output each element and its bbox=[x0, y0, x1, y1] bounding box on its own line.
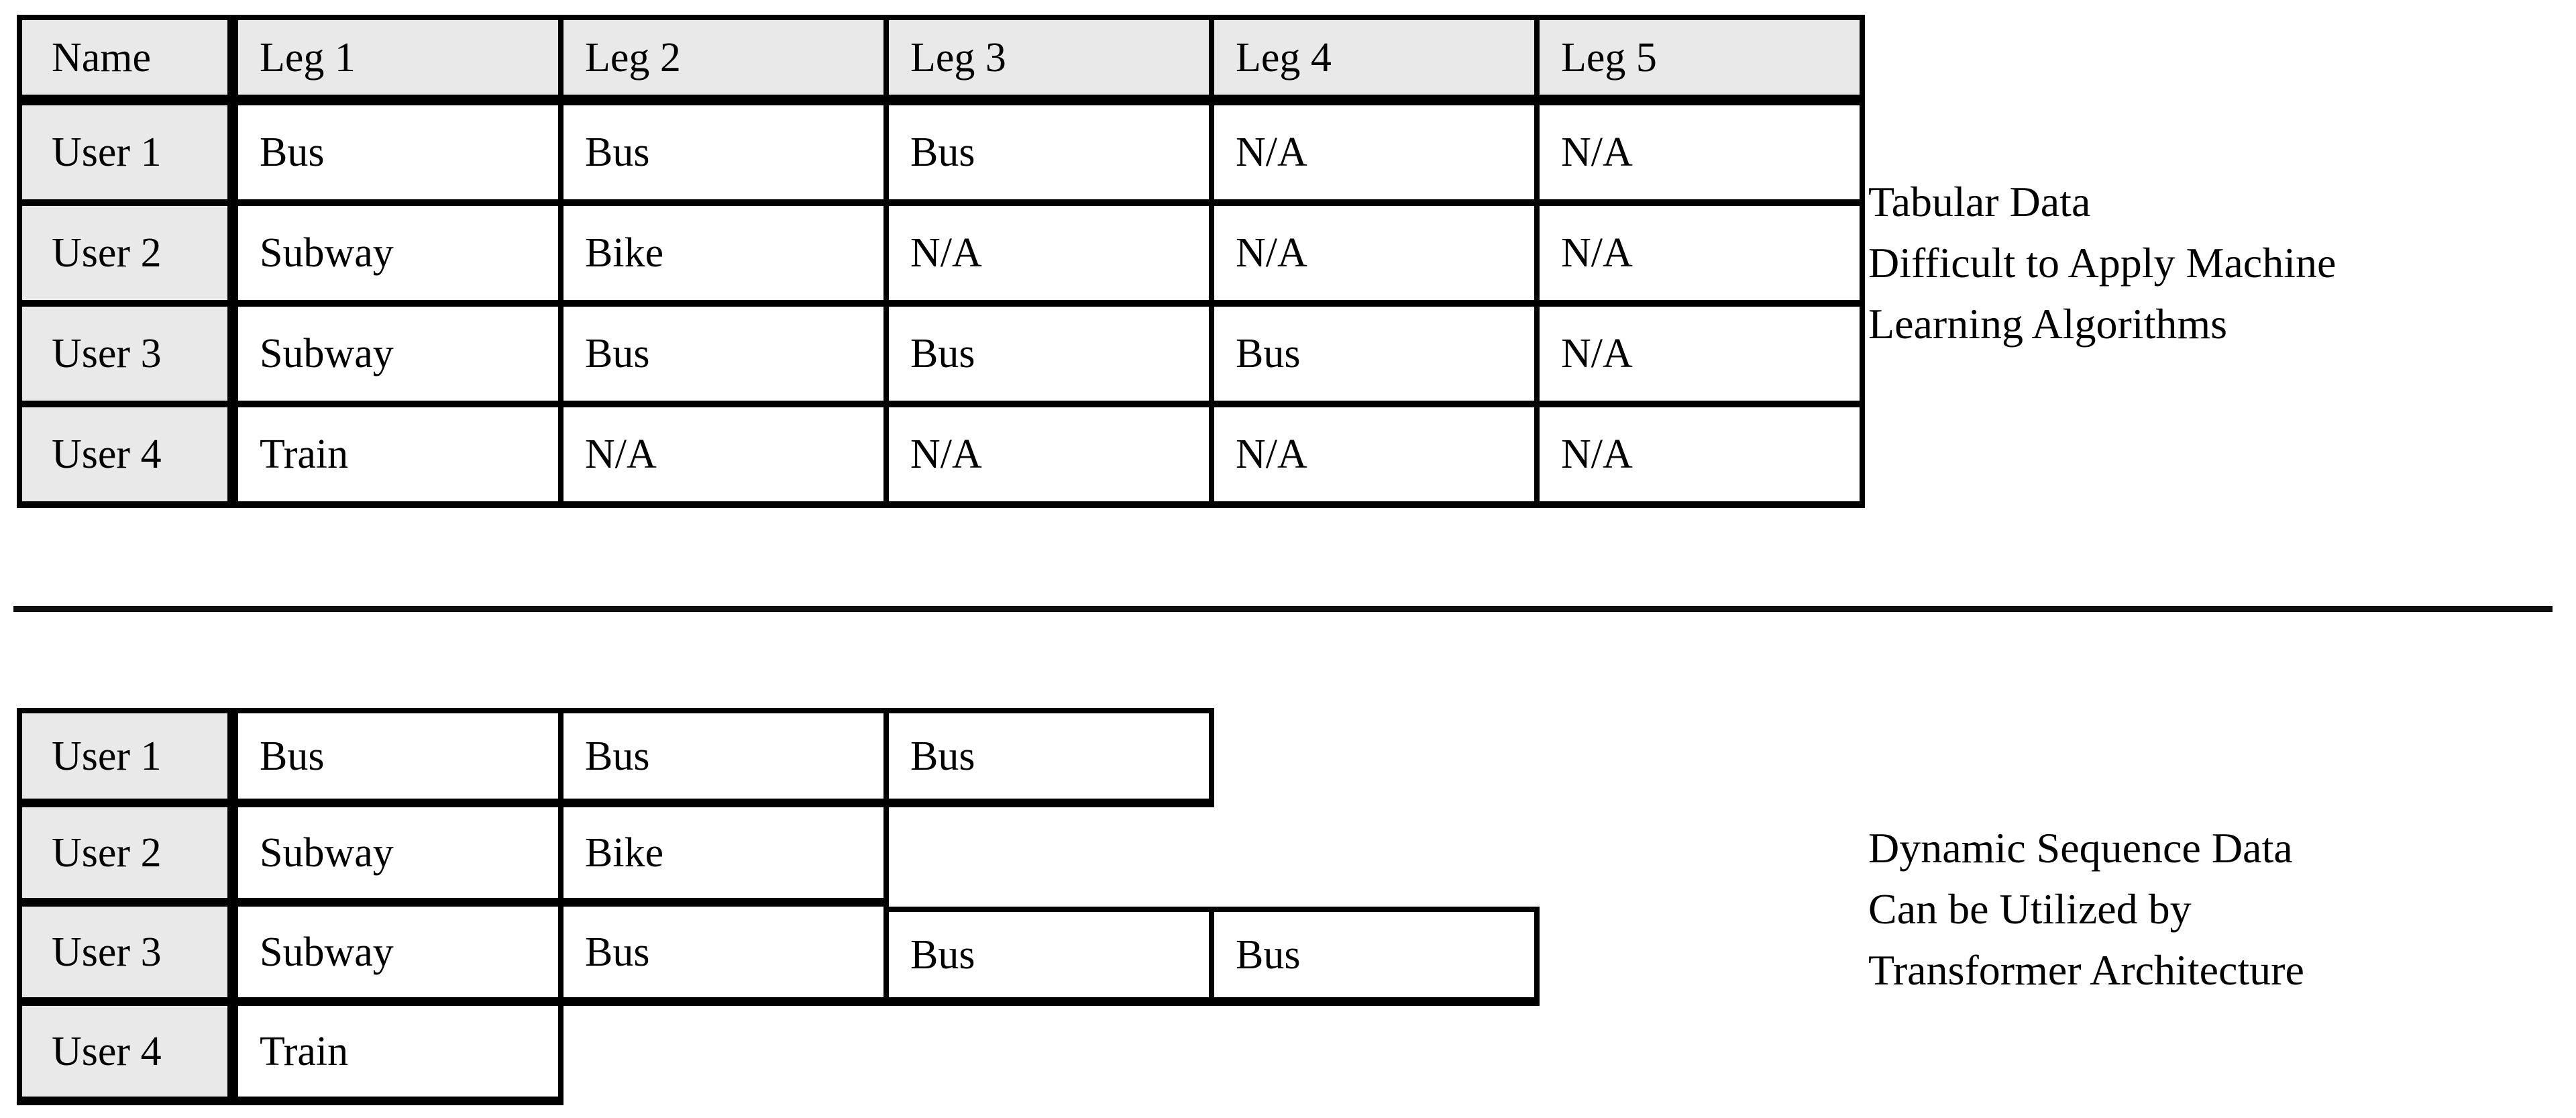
data-cell: N/A bbox=[1540, 407, 1865, 508]
data-cell: N/A bbox=[1214, 105, 1540, 206]
data-cell: Bus bbox=[564, 105, 889, 206]
data-cell: Bus bbox=[564, 307, 889, 407]
tabular-data-annotation: Tabular Data Difficult to Apply Machine … bbox=[1868, 171, 2336, 354]
data-cell: N/A bbox=[1214, 407, 1540, 508]
data-cell: Bus bbox=[564, 708, 889, 807]
data-cell: N/A bbox=[564, 407, 889, 508]
annotation-line: Transformer Architecture bbox=[1868, 946, 2304, 994]
header-cell-leg3: Leg 3 bbox=[889, 15, 1214, 105]
data-cell: Bus bbox=[564, 907, 889, 1006]
header-cell-leg2: Leg 2 bbox=[564, 15, 889, 105]
annotation-line: Dynamic Sequence Data bbox=[1868, 824, 2293, 872]
sequence-data-annotation: Dynamic Sequence Data Can be Utilized by… bbox=[1868, 817, 2304, 1001]
name-cell: User 3 bbox=[17, 307, 238, 407]
annotation-line: Difficult to Apply Machine bbox=[1868, 239, 2337, 287]
annotation-line: Can be Utilized by bbox=[1868, 885, 2192, 933]
data-cell: Train bbox=[238, 407, 564, 508]
data-cell: N/A bbox=[1540, 105, 1865, 206]
data-cell: Bus bbox=[238, 105, 564, 206]
data-cell: Train bbox=[238, 1006, 564, 1105]
data-cell: N/A bbox=[889, 407, 1214, 508]
data-cell: Bus bbox=[238, 708, 564, 807]
data-cell: Subway bbox=[238, 307, 564, 407]
data-cell: Subway bbox=[238, 206, 564, 307]
data-cell: Subway bbox=[238, 807, 564, 907]
name-cell: User 1 bbox=[17, 708, 238, 807]
annotation-line: Tabular Data bbox=[1868, 178, 2091, 225]
name-cell: User 2 bbox=[17, 206, 238, 307]
header-cell-leg4: Leg 4 bbox=[1214, 15, 1540, 105]
name-cell: User 4 bbox=[17, 1006, 238, 1105]
data-cell: Bus bbox=[1214, 907, 1540, 1006]
data-cell: Bus bbox=[1214, 307, 1540, 407]
data-cell: N/A bbox=[1214, 206, 1540, 307]
tabular-data-table: Name Leg 1 Leg 2 Leg 3 Leg 4 Leg 5 User … bbox=[17, 15, 1865, 508]
header-cell-leg1: Leg 1 bbox=[238, 15, 564, 105]
data-cell: N/A bbox=[889, 206, 1214, 307]
data-cell: Subway bbox=[238, 907, 564, 1006]
data-cell: Bus bbox=[889, 105, 1214, 206]
data-cell: Bus bbox=[889, 307, 1214, 407]
sequence-data-table: User 1 Bus Bus Bus User 2 Subway Bike Us… bbox=[17, 708, 1540, 1105]
data-cell: N/A bbox=[1540, 206, 1865, 307]
name-cell: User 3 bbox=[17, 907, 238, 1006]
name-cell: User 2 bbox=[17, 807, 238, 907]
data-cell: N/A bbox=[1540, 307, 1865, 407]
data-cell: Bus bbox=[889, 708, 1214, 807]
header-cell-name: Name bbox=[17, 15, 238, 105]
name-cell: User 4 bbox=[17, 407, 238, 508]
name-cell: User 1 bbox=[17, 105, 238, 206]
data-cell: Bike bbox=[564, 807, 889, 907]
data-cell: Bike bbox=[564, 206, 889, 307]
header-cell-leg5: Leg 5 bbox=[1540, 15, 1865, 105]
annotation-line: Learning Algorithms bbox=[1868, 300, 2228, 348]
divider-line bbox=[13, 606, 2553, 612]
data-cell: Bus bbox=[889, 907, 1214, 1006]
